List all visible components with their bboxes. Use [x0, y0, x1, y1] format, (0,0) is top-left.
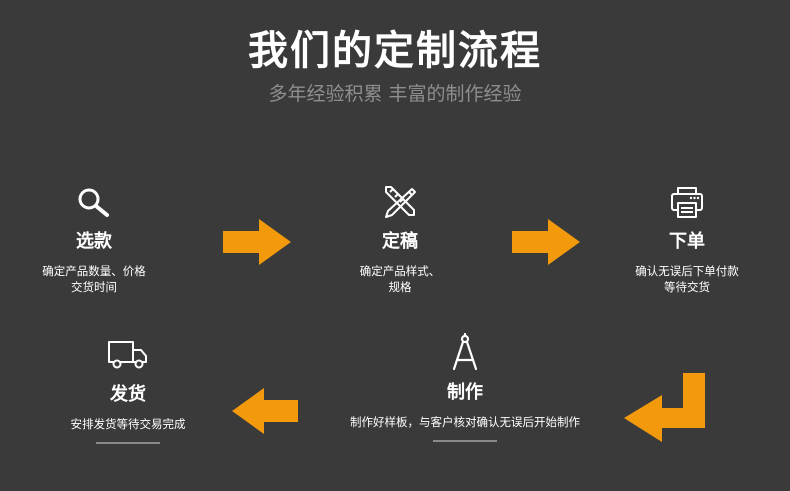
step-description: 制作好样板，与客户核对确认无误后开始制作: [350, 415, 580, 429]
step-description: 确定产品样式、 规格: [359, 264, 441, 294]
arrow-left-icon: [232, 388, 298, 434]
step-description: 确定产品数量、价格 交货时间: [42, 264, 146, 294]
truck-icon: [108, 341, 147, 369]
step-name: 发货: [110, 384, 146, 405]
page-title: 我们的定制流程: [248, 28, 542, 74]
pencil-ruler-icon: [385, 186, 416, 218]
arrow-turn-left-icon: [624, 373, 705, 442]
step-xuankuan: 选款 确定产品数量、价格 交货时间: [24, 185, 164, 295]
step-zhizuo: 制作 制作好样板，与客户核对确认无误后开始制作: [325, 332, 605, 442]
arrow-right-icon: [512, 219, 580, 265]
step-xiadan: 下单 确认无误后下单付款 等待交货: [617, 185, 757, 295]
step-fahuo: 发货 安排发货等待交易完成: [50, 338, 206, 444]
divider: [96, 442, 160, 444]
compass-icon: [452, 332, 478, 371]
page-subtitle: 多年经验积累 丰富的制作经验: [268, 83, 522, 105]
step-name: 选款: [76, 231, 112, 252]
step-dinggao: 定稿 确定产品样式、 规格: [330, 183, 470, 295]
step-description: 安排发货等待交易完成: [70, 417, 186, 431]
step-name: 制作: [447, 382, 483, 403]
step-name: 下单: [669, 231, 705, 252]
divider: [433, 440, 497, 442]
magnifier-icon: [78, 188, 109, 217]
arrow-right-icon: [223, 219, 291, 265]
step-name: 定稿: [382, 231, 418, 252]
step-description: 确认无误后下单付款 等待交货: [635, 264, 739, 294]
printer-icon: [671, 187, 703, 218]
